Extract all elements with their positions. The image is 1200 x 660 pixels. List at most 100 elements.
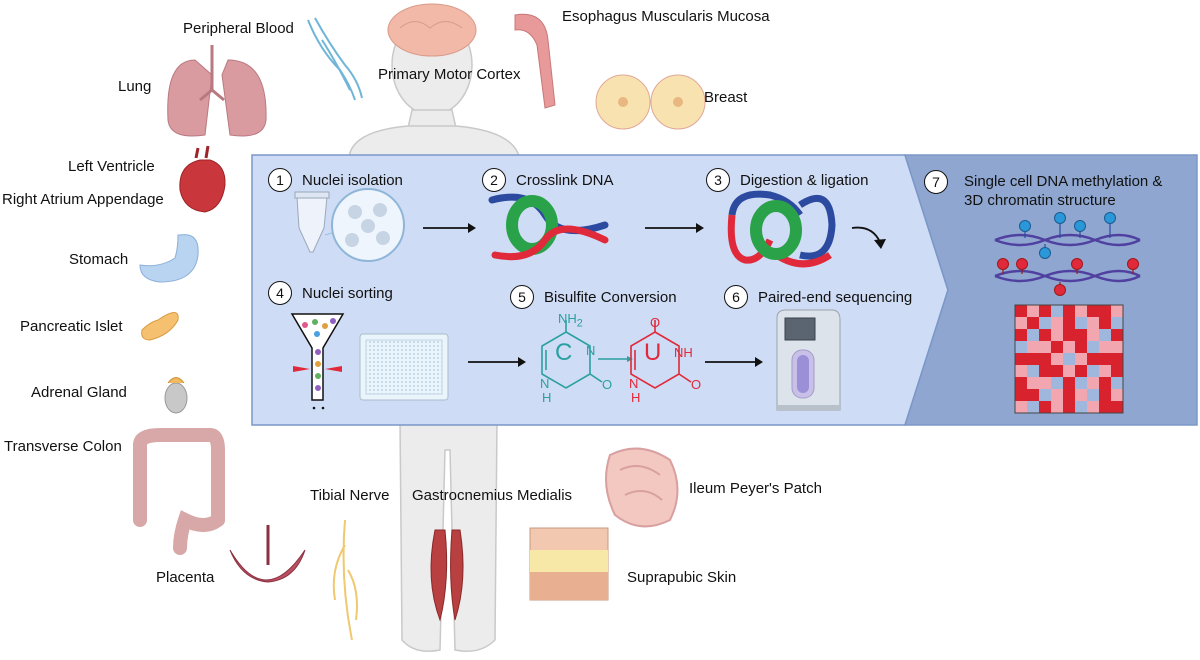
cytosine-o: O: [602, 377, 613, 392]
step-5-number: 5: [510, 285, 534, 309]
well-plate-icon: [359, 333, 449, 401]
cytosine-n1: N: [540, 376, 550, 391]
heatmap-cell: [1051, 401, 1063, 413]
placenta-icon: [229, 525, 306, 583]
nerve-icon: [332, 519, 358, 641]
heatmap-cell: [1111, 305, 1123, 317]
heatmap-cell: [1075, 401, 1087, 413]
heatmap-cell: [1111, 377, 1123, 389]
heatmap-cell: [1051, 329, 1063, 341]
uracil-letter: U: [644, 339, 662, 366]
nh2-subscript: 2: [576, 317, 583, 330]
heatmap-border: [1014, 304, 1124, 414]
adrenal-gland-icon: [164, 377, 188, 414]
step-4-number: 4: [268, 281, 292, 305]
uracil-h: H: [631, 390, 641, 405]
heatmap-cell: [1075, 341, 1087, 353]
cytosine-h: H: [542, 390, 552, 405]
step-5-label: Bisulfite Conversion: [544, 288, 677, 306]
methylation-dna-illustration: [994, 212, 1141, 296]
heatmap-cell: [1111, 401, 1123, 413]
heatmap-cell: [1099, 317, 1111, 329]
arrow-5-to-6: [705, 357, 763, 367]
heatmap-cell: [1063, 317, 1075, 329]
curved-arrow-3-to-4: [851, 226, 886, 249]
heatmap-cell: [1111, 353, 1123, 365]
intestine-icon: [605, 447, 679, 528]
heatmap-cell: [1075, 305, 1087, 317]
crosslink-dna-illustration: [488, 193, 609, 261]
step-3-number: 3: [706, 168, 730, 192]
label-pancreatic-islet: Pancreatic Islet: [20, 318, 123, 335]
uracil-nh: NH: [674, 345, 693, 360]
heatmap-cell: [1051, 317, 1063, 329]
breast-icon: [595, 74, 706, 130]
step-5: 5 Bisulfite Conversion: [510, 285, 677, 309]
heatmap-cell: [1039, 401, 1051, 413]
heatmap-cell: [1015, 305, 1027, 317]
results-panel-background: [903, 154, 1198, 426]
step-2: 2 Crosslink DNA: [482, 168, 614, 192]
heatmap-cell: [1075, 389, 1087, 401]
heatmap-cell: [1111, 329, 1123, 341]
step-6-number: 6: [724, 285, 748, 309]
heatmap-cell: [1039, 317, 1051, 329]
heatmap-cell: [1027, 353, 1039, 365]
label-stomach: Stomach: [69, 251, 129, 268]
label-primary-motor-cortex: Primary Motor Cortex: [378, 66, 521, 83]
heatmap-cell: [1099, 401, 1111, 413]
step-3: 3 Digestion & ligation: [706, 168, 868, 192]
cytosine-letter: C: [555, 339, 573, 366]
step-4: 4 Nuclei sorting: [268, 281, 393, 305]
heatmap-cell: [1039, 377, 1051, 389]
cytosine-ring-structure: [541, 320, 603, 389]
nuclei-sorting-funnel-icon: [290, 313, 345, 410]
heatmap-cell: [1039, 353, 1051, 365]
label-adrenal-gland: Adrenal Gland: [31, 384, 127, 401]
heatmap-cell: [1063, 305, 1075, 317]
label-peripheral-blood: Peripheral Blood: [183, 20, 294, 37]
heatmap-cell: [1087, 329, 1099, 341]
heatmap-cell: [1075, 365, 1087, 377]
heatmap-cell: [1075, 329, 1087, 341]
heart-icon: [179, 145, 226, 213]
heatmap-cell: [1075, 377, 1087, 389]
heatmap-cell: [1087, 317, 1099, 329]
step-6-label: Paired-end sequencing: [758, 288, 913, 306]
step-1: 1 Nuclei isolation: [268, 168, 403, 192]
heatmap-cell: [1015, 353, 1027, 365]
conversion-arrow: [598, 356, 633, 362]
uracil-ring-structure: [630, 320, 692, 389]
heatmap-cell: [1063, 365, 1075, 377]
step-7-label-line1: Single cell DNA methylation &: [964, 173, 1163, 190]
heatmap-cell: [1111, 317, 1123, 329]
label-gastrocnemius: Gastrocnemius Medialis: [412, 487, 573, 504]
heatmap-cell: [1039, 341, 1051, 353]
label-ileum: Ileum Peyer's Patch: [689, 480, 822, 497]
heatmap-cell: [1051, 305, 1063, 317]
heatmap-cell: [1099, 389, 1111, 401]
brain-icon: [387, 3, 477, 57]
label-transverse-colon: Transverse Colon: [4, 438, 122, 455]
label-esophagus: Esophagus Muscularis Mucosa: [562, 8, 770, 25]
heatmap-cell: [1063, 401, 1075, 413]
heatmap-cell: [1027, 317, 1039, 329]
heatmap-cell: [1063, 341, 1075, 353]
heatmap-cell: [1063, 389, 1075, 401]
heatmap-cell: [1015, 329, 1027, 341]
heatmap-cell: [1063, 329, 1075, 341]
heatmap-cell: [1027, 329, 1039, 341]
step-7-label-line2: 3D chromatin structure: [964, 192, 1116, 209]
heatmap-cell: [1027, 365, 1039, 377]
heatmap-cell: [1063, 377, 1075, 389]
label-suprapubic-skin: Suprapubic Skin: [627, 569, 737, 586]
step-6: 6 Paired-end sequencing: [724, 285, 912, 309]
arrow-2-to-3: [645, 223, 704, 233]
cytosine-n3: N: [586, 343, 596, 358]
heatmap-cell: [1087, 365, 1099, 377]
heatmap-cell: [1075, 353, 1087, 365]
heatmap-cell: [1027, 341, 1039, 353]
uracil-o: O: [691, 377, 702, 392]
heatmap-cell: [1015, 365, 1027, 377]
